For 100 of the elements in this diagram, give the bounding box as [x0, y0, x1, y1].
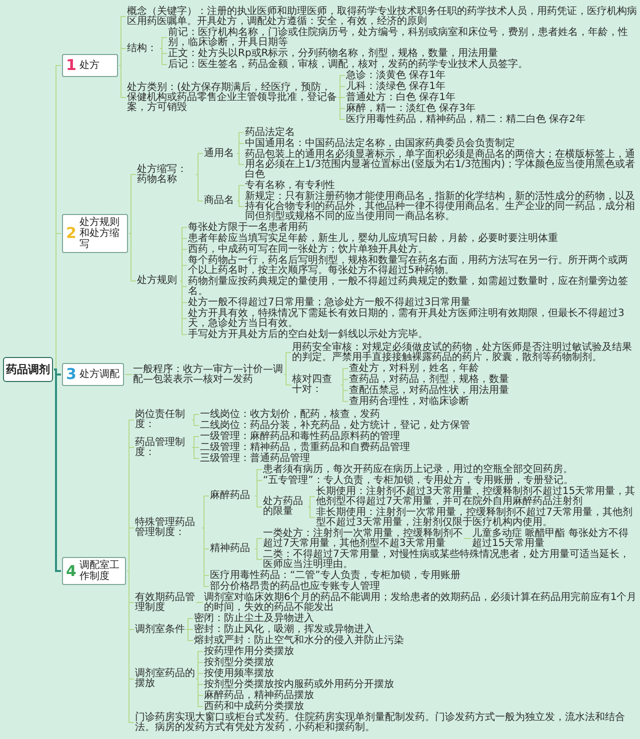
connector-line — [192, 447, 200, 459]
topic-text: 通用名 — [204, 148, 236, 158]
branch-topic-box — [62, 54, 118, 77]
topic-text: 部分价格昂贵的药品也应专账专人管理 — [210, 582, 637, 592]
connector-line — [196, 673, 204, 680]
connector-line — [308, 506, 316, 518]
branch-title: 处方 — [79, 60, 100, 71]
branch-title: 处方调配 — [79, 369, 120, 380]
connector-line — [340, 379, 348, 386]
topic-text: 一线岗位：收方划价，配药，核查，发药 — [200, 410, 637, 420]
topic-text: 熔封或严封：防止空气和水分的侵入并防止污染 — [194, 636, 637, 646]
connector-line — [236, 143, 244, 154]
topic-text: 每张处方限于一名患者用药 — [188, 222, 637, 232]
connector-line — [254, 538, 262, 550]
topic-text: 处方缩写：药物名称 — [137, 164, 195, 184]
topic-text: 药品管理制度： — [135, 438, 191, 458]
topic-text: 一般程序：收方—审方—计价—调配—包装表示—核对—发药 — [133, 364, 283, 384]
connector-line — [128, 233, 136, 282]
topic-text: 精神药品 — [210, 544, 254, 554]
connector-line — [124, 374, 132, 375]
connector-line — [186, 618, 194, 630]
connector-line — [236, 185, 244, 202]
connector-line — [254, 496, 262, 508]
topic-text: 查药品，对药品，剂型，规格，数量 — [349, 374, 637, 384]
branch-number: 3 — [66, 366, 76, 383]
connector-line — [284, 352, 292, 375]
topic-text: 正文：处方头以Rp或R标示，分列药物名称，剂型，规格，数量，用法用量 — [168, 48, 637, 58]
topic-text: 儿科：淡绿色 保存1年 — [346, 82, 637, 92]
topic-text: 查处方，对科别，姓名，年龄 — [349, 364, 637, 374]
topic-text: 中国通用名：中国药品法定名称，由国家药典委员会负责制定 — [245, 138, 637, 148]
connector-line — [236, 153, 244, 165]
branch-number: 1 — [66, 57, 76, 74]
connector-line — [464, 538, 472, 539]
topic-text: 核对四查十对： — [292, 375, 340, 395]
topic-text: 前记：医疗机构名称，门诊或住院病历号，处方编号，科别或病室和床位号，费别，患者姓名，年龄，性别，临床诊断，开具日期等 — [168, 28, 637, 48]
connector-line — [192, 420, 200, 426]
topic-text: 查配伍禁忌，对药品性状，用法用量 — [349, 386, 637, 396]
connector-line — [180, 280, 188, 335]
branch-number: 4 — [66, 562, 76, 580]
topic-text: 结构： — [127, 44, 159, 54]
connector-line — [192, 447, 200, 448]
topic-text: 一类处方：注射剂一次常用量，控缓释制剂不超过7天常用量，其他剂型不超3天常用量 — [263, 528, 463, 548]
topic-text: 查用药合理性，对临床诊断 — [349, 396, 637, 406]
topic-text: 调剂室条件 — [135, 624, 185, 634]
connector-line — [196, 174, 204, 202]
topic-text: 儿童多动症 哌醋甲酯 每张处方不得超过15天常用量 — [472, 528, 637, 548]
topic-text: 后记：医生签名，药品金额，审核，调配，核对，发药的药学专业技术人员签字。 — [168, 60, 637, 70]
root-topic-box: 药品调剂 — [3, 357, 53, 382]
connector-line — [192, 414, 200, 420]
connector-line — [308, 496, 316, 508]
topic-text: 二线岗位：药品分装，补充药品，处方统计，登记，处方保管 — [200, 420, 637, 430]
topic-text: 二级管理：精神药品，贵重药品和自费药品管理 — [200, 442, 637, 452]
connector-line — [54, 233, 62, 370]
topic-text: 按药理作用分类摆放 — [204, 646, 637, 656]
topic-text: 一级管理：麻醉药品和毒性药品原料药的管理 — [200, 432, 637, 442]
connector-line — [186, 629, 194, 641]
connector-line — [160, 37, 168, 49]
topic-text: “五专管理”：专人负责，专柜加锁，专用处方，专用账册，专册登记。 — [263, 476, 637, 486]
topic-text: 麻醉药品 — [210, 491, 254, 501]
topic-text: 患者年龄应当填写实足年龄，新生儿，婴幼儿应填写日龄，月龄，必要时要注明体重 — [188, 234, 637, 244]
connector-line — [160, 48, 168, 65]
topic-text: 商品名 — [204, 196, 236, 206]
connector-line — [338, 97, 346, 98]
connector-line — [54, 368, 61, 572]
topic-text: 按剂型分类摆放 — [204, 658, 637, 668]
topic-text: 用药安全审核：对规定必须做皮试的药物，处方医师是否注明过敏试验及结果的判定。严禁用手直接接触裸露药品的药片，胶囊，散剂等药物制剂。 — [292, 342, 637, 362]
topic-text: 药品包装上的通用名必须显著标示，单字面积必须是商品名的两倍大；在横版标签上，通用名必须在上1/3范围内显著位置标出(竖版为右1/3范围内)；字体颜色应当使用黑色或者白色 — [245, 150, 637, 180]
connector-line — [254, 480, 262, 496]
topic-text: 医疗用毒性药品，精神药品，精二：精二白色 保存2年 — [346, 114, 637, 124]
connector-line — [338, 97, 346, 120]
topic-text: 概念（关键字）：注册的执业医师和助理医师，取得药学专业技术职务任职的药学技术人员，用药凭证，医疗机构病区用药医嘱单。开具处方，调配处方遵循：安全，有效，经济的原则 — [127, 6, 637, 26]
topic-text: 密封：防止风化，吸潮，挥发或异物进入 — [194, 624, 637, 634]
topic-text: 处方规则 — [137, 276, 179, 286]
topic-text: 处方类别：(处方保存期满后，经医疗，预防，保健机构或药品零售企业主管领导批准，登记备案，方可销毁 — [127, 82, 337, 112]
topic-text: 门诊药房实现大窗口或柜台式发药。住院药房实现单剂量配制发药。门诊发药方式一般为独立发，流水法和结合法。病房的发药方式有凭处方发药，小药柜和摆药制。 — [135, 712, 637, 732]
topic-text: 岗位责任制度： — [135, 410, 191, 430]
branch-title: 处方规则和处方缩写 — [79, 217, 120, 250]
topic-text: 专有名称，有专利性 — [245, 180, 637, 190]
connector-line — [128, 174, 136, 234]
branch-topic-box — [62, 214, 128, 253]
topic-text: 按使用频率摆放 — [204, 668, 637, 678]
connector-line — [196, 678, 204, 707]
connector-line — [254, 548, 262, 560]
topic-text: 医疗用毒性药品：“二管”专人负责，专柜加锁，专用账册 — [210, 570, 637, 580]
connector-line — [186, 629, 194, 630]
connector-line — [196, 153, 204, 175]
topic-text: 西药，中成药可写在同一张处方；饮片单独开具处方。 — [188, 244, 637, 254]
topic-text: 西药和中成药分类摆放 — [204, 702, 637, 712]
topic-text: 调剂室对临床效期6个月的药品不能调用；发给患者的效期药品，必须计算在药品用完前应有1个月的时间，失效的药品不能发出 — [204, 592, 637, 612]
topic-text: 三级管理：普通药品管理 — [200, 454, 637, 464]
topic-text: 麻醉，精一：淡红色 保存3年 — [346, 104, 637, 114]
topic-text: 药品法定名 — [245, 128, 637, 138]
branch-number: 2 — [66, 225, 76, 242]
topic-text: 急诊：淡黄色 保存1年 — [346, 70, 637, 80]
branch-topic-box — [62, 363, 124, 386]
branch-topic-box — [62, 557, 126, 585]
topic-text: 二类：不得超过7天常用量，对慢性病或某些特殊情况患者，处方用量可适当延长，医师应当注明理由。 — [263, 550, 637, 570]
topic-text: 非长期使用：注射剂一次常用量，控缓释制剂不超过7天常用量，其他剂型不超过3天常用量，注射剂仅限于医疗机构内使用。 — [316, 508, 637, 528]
topic-text: 处方开具有效，特殊情况下需延长有效日期的，需有开具处方医师注明有效期限，但最长不得超过3天，急诊处方当日有效。 — [188, 308, 637, 328]
connector-line — [338, 86, 346, 98]
